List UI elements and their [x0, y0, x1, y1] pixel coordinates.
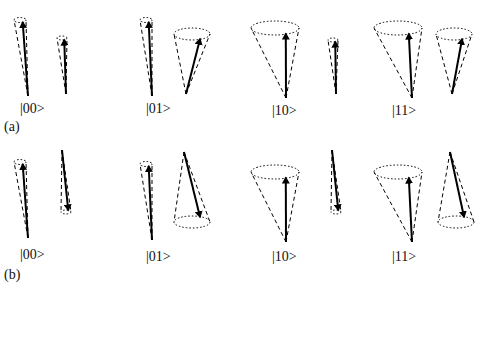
- spin-arrow: [452, 39, 462, 94]
- precession-circle: [374, 165, 422, 179]
- cone-side: [412, 172, 422, 242]
- cone-side: [14, 20, 28, 96]
- cone-side: [251, 172, 286, 242]
- precession-circle: [14, 18, 26, 23]
- cone-side: [174, 34, 186, 94]
- state-label: |10>: [272, 250, 297, 264]
- spin-arrow: [334, 42, 337, 94]
- cone-side: [140, 164, 152, 240]
- precession-circle: [57, 36, 67, 40]
- cone-side: [436, 34, 452, 94]
- panel-label: (b): [4, 268, 20, 282]
- state-label: |01>: [146, 250, 171, 264]
- precession-circle: [251, 21, 299, 35]
- cone-side: [57, 38, 66, 94]
- precession-circle: [328, 38, 338, 42]
- precession-circle: [331, 210, 341, 214]
- cone-side: [184, 152, 210, 222]
- cone-side: [251, 28, 286, 98]
- spin-arrow: [64, 40, 66, 94]
- state-label: |11>: [392, 250, 416, 264]
- spin-arrow: [149, 166, 152, 240]
- panel-label: (a): [4, 120, 20, 134]
- spin-arrow: [186, 39, 200, 94]
- cone-side: [450, 152, 474, 222]
- spin-arrow: [149, 22, 152, 96]
- spin-arrow: [409, 178, 412, 242]
- cone-side: [452, 34, 472, 94]
- cone-side: [14, 162, 28, 238]
- precession-circle: [14, 160, 26, 165]
- spin-arrow: [23, 22, 28, 96]
- cone-side: [328, 40, 336, 94]
- cone-side: [412, 28, 422, 98]
- precession-circle: [436, 28, 472, 40]
- precession-circle: [174, 28, 210, 40]
- cone-side: [286, 172, 299, 242]
- state-label: |11>: [392, 104, 416, 118]
- cone-side: [331, 150, 332, 212]
- spin-arrow: [184, 152, 200, 217]
- cone-side: [62, 150, 71, 212]
- cone-side: [374, 172, 412, 242]
- spin-arrow: [285, 178, 287, 242]
- spin-arrow: [62, 150, 68, 210]
- spin-arrow: [409, 34, 412, 98]
- spin-arrow: [285, 34, 287, 98]
- precession-circle: [140, 162, 152, 167]
- cone-side: [374, 28, 412, 98]
- state-label: |00>: [20, 248, 45, 262]
- cone-side: [140, 20, 152, 96]
- spin-arrow: [450, 152, 464, 217]
- precession-circle: [174, 216, 210, 228]
- spin-arrow: [332, 150, 338, 210]
- cone-side: [174, 152, 184, 222]
- precession-circle: [438, 216, 474, 228]
- precession-circle: [374, 21, 422, 35]
- precession-circle: [61, 210, 71, 214]
- precession-circle: [140, 18, 152, 23]
- cone-side: [186, 34, 210, 94]
- spin-arrow: [23, 164, 28, 238]
- cone-side: [332, 150, 341, 212]
- state-label: |00>: [20, 102, 45, 116]
- state-label: |01>: [146, 102, 171, 116]
- cone-side: [286, 28, 299, 98]
- precession-circle: [251, 165, 299, 179]
- cone-side: [61, 150, 62, 212]
- cone-side: [336, 40, 338, 94]
- state-label: |10>: [272, 104, 297, 118]
- cone-side: [438, 152, 450, 222]
